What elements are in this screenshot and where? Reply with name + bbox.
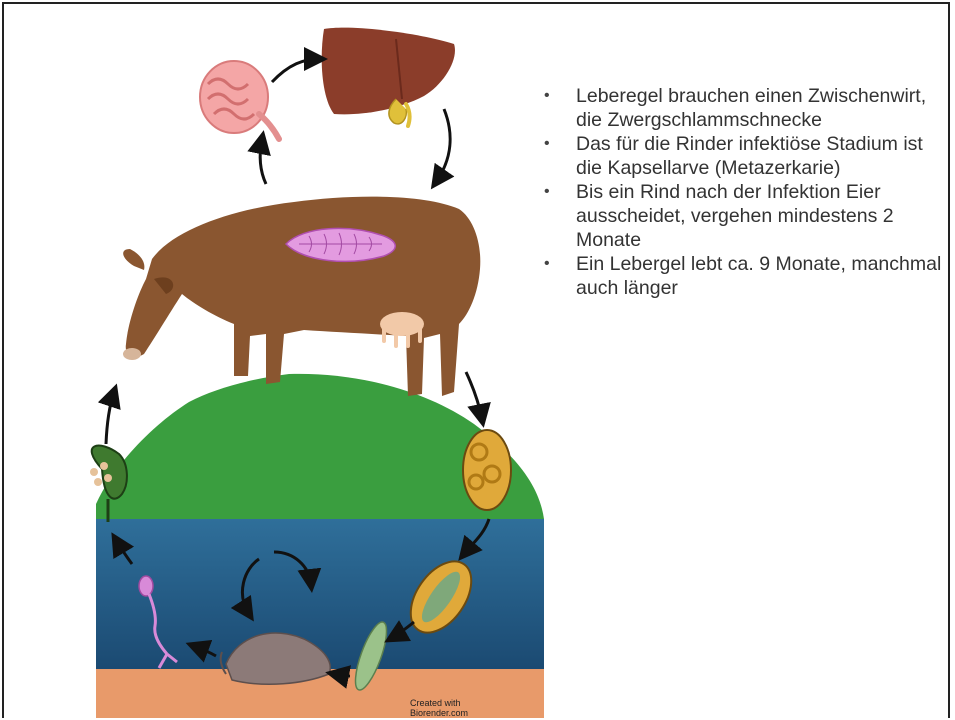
bullet-item: • Das für die Rinder infektiöse Stadium i… [542,132,942,180]
intestine-icon [200,61,279,139]
bullet-list: • Leberegel brauchen einen Zwischenwirt, … [542,84,942,300]
bullet-text: Ein Lebergel lebt ca. 9 Monate, manchmal… [576,253,941,299]
biorender-credit: Created with Biorender.com [410,698,468,718]
credit-line-1: Created with [410,698,468,708]
credit-line-2: Biorender.com [410,708,468,718]
bullet-item: • Leberegel brauchen einen Zwischenwirt, … [542,84,942,132]
bullet-item: • Bis ein Rind nach der Infektion Eier au… [542,180,942,252]
bullet-item: • Ein Lebergel lebt ca. 9 Monate, manchma… [542,252,942,300]
bullet-dot: • [544,180,550,204]
bullet-dot: • [544,252,550,276]
egg-stage-icon [463,430,511,510]
bullet-text: Bis ein Rind nach der Infektion Eier aus… [576,181,894,251]
cow-illustration [123,197,480,396]
bullet-text: Das für die Rinder infektiöse Stadium is… [576,133,923,179]
liver-icon [322,28,455,126]
bullet-dot: • [544,84,550,108]
bullet-text: Leberegel brauchen einen Zwischenwirt, d… [576,85,926,131]
bullet-dot: • [544,132,550,156]
life-cycle-diagram [4,4,564,718]
